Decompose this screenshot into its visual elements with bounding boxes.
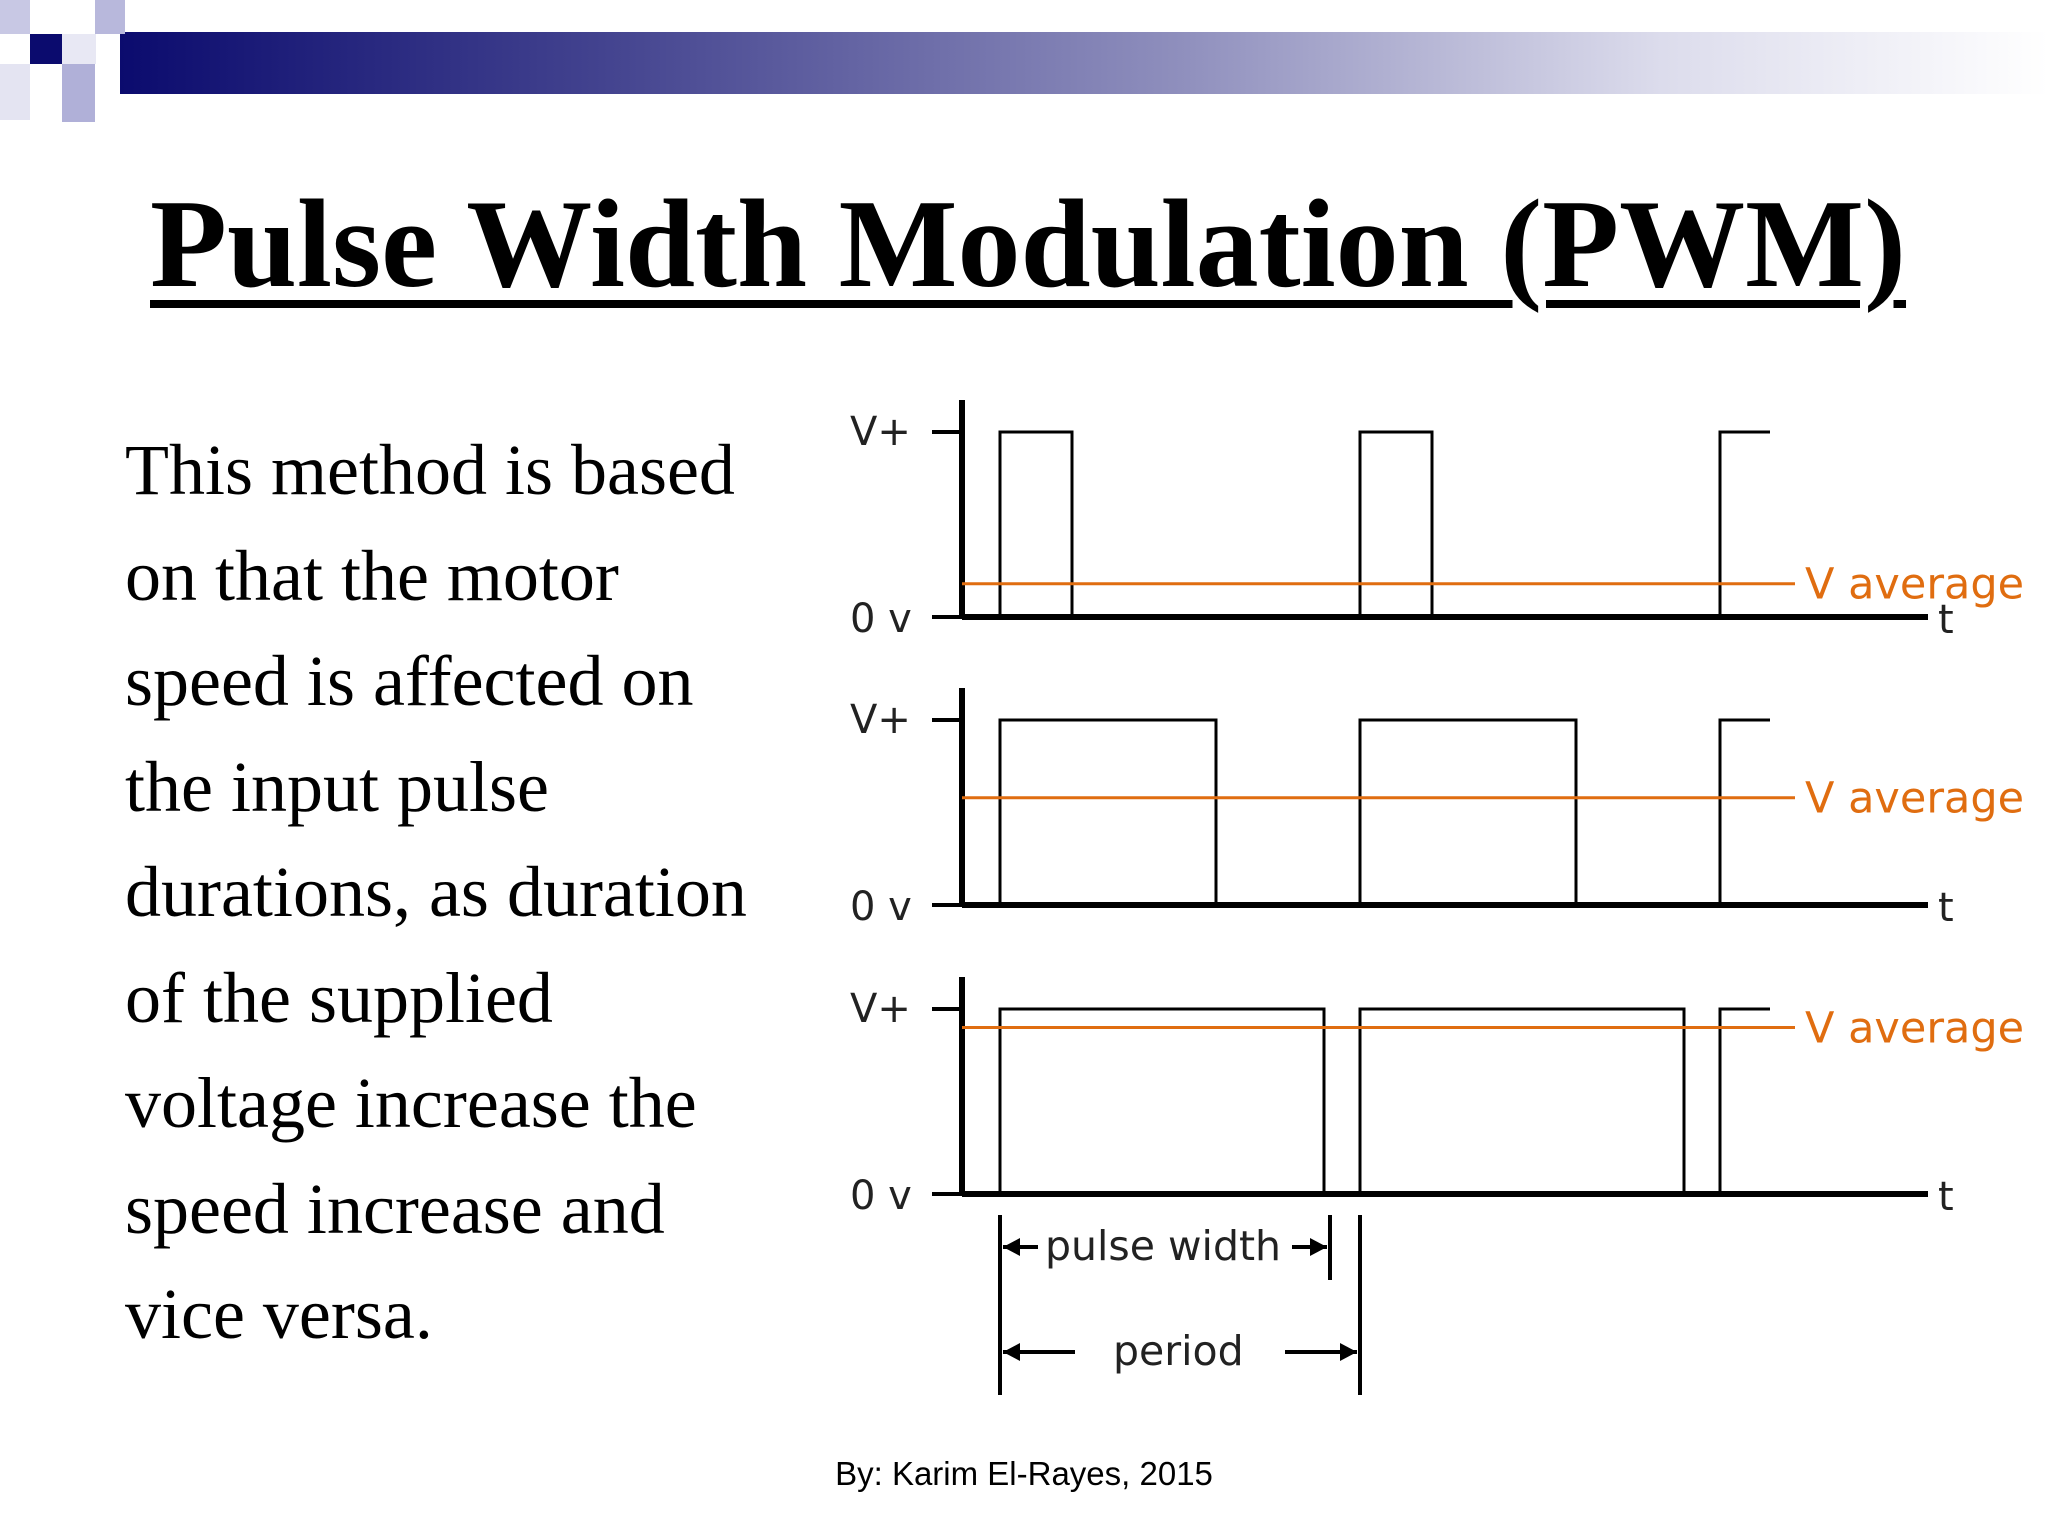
logo-square-bottom-mid: [62, 64, 95, 122]
logo-square-light: [62, 34, 96, 64]
body-text: This method is based on that the motor s…: [125, 418, 845, 1368]
period-label: period: [1113, 1327, 1244, 1375]
body-line: durations, as duration: [125, 852, 747, 932]
pwm-waveform: [998, 718, 1770, 907]
pulse-width-label: pulse width: [1045, 1222, 1281, 1270]
body-line: This method is based: [125, 430, 735, 510]
pulse-width-arrowhead-right: [1310, 1238, 1327, 1256]
body-line: of the supplied: [125, 957, 553, 1038]
pulse-width-arrowhead-left: [1003, 1238, 1020, 1256]
average-voltage-label: V average: [1805, 1004, 2024, 1054]
period-arrowhead-right: [1340, 1343, 1357, 1361]
high-level-label: V+: [850, 986, 911, 1032]
body-line: speed is affected on: [125, 641, 694, 721]
pwm-waveform: [998, 430, 1770, 619]
average-voltage-label: V average: [1805, 774, 2024, 824]
dimension-annotations: pulse width period: [998, 1215, 1362, 1395]
high-level-label: V+: [850, 409, 911, 455]
low-level-label: 0 v: [850, 1173, 912, 1219]
body-line: voltage increase the: [125, 1063, 697, 1143]
time-axis-label: t: [1938, 597, 1954, 643]
body-line: the input pulse: [125, 746, 549, 827]
low-level-label: 0 v: [850, 596, 912, 642]
body-line: speed increase and: [125, 1168, 665, 1249]
low-level-label: 0 v: [850, 884, 912, 930]
logo-square-dark: [30, 34, 62, 64]
body-line: on that the motor: [125, 535, 619, 616]
page-title: Pulse Width Modulation (PWM): [150, 175, 1907, 314]
time-axis-label: t: [1938, 885, 1954, 931]
footer-credit: By: Karim El-Rayes, 2015: [835, 1455, 1213, 1492]
logo-square-top-left: [0, 0, 30, 34]
average-voltage-label: V average: [1805, 560, 2024, 610]
header-gradient-band: [120, 32, 2048, 94]
period-arrowhead-left: [1003, 1343, 1020, 1361]
time-axis-label: t: [1938, 1174, 1954, 1220]
high-level-label: V+: [850, 697, 911, 743]
pwm-waveform: [998, 1007, 1770, 1196]
logo-square-mid: [95, 0, 125, 34]
body-line: vice versa.: [125, 1274, 433, 1354]
logo-square-bottom: [0, 64, 30, 120]
